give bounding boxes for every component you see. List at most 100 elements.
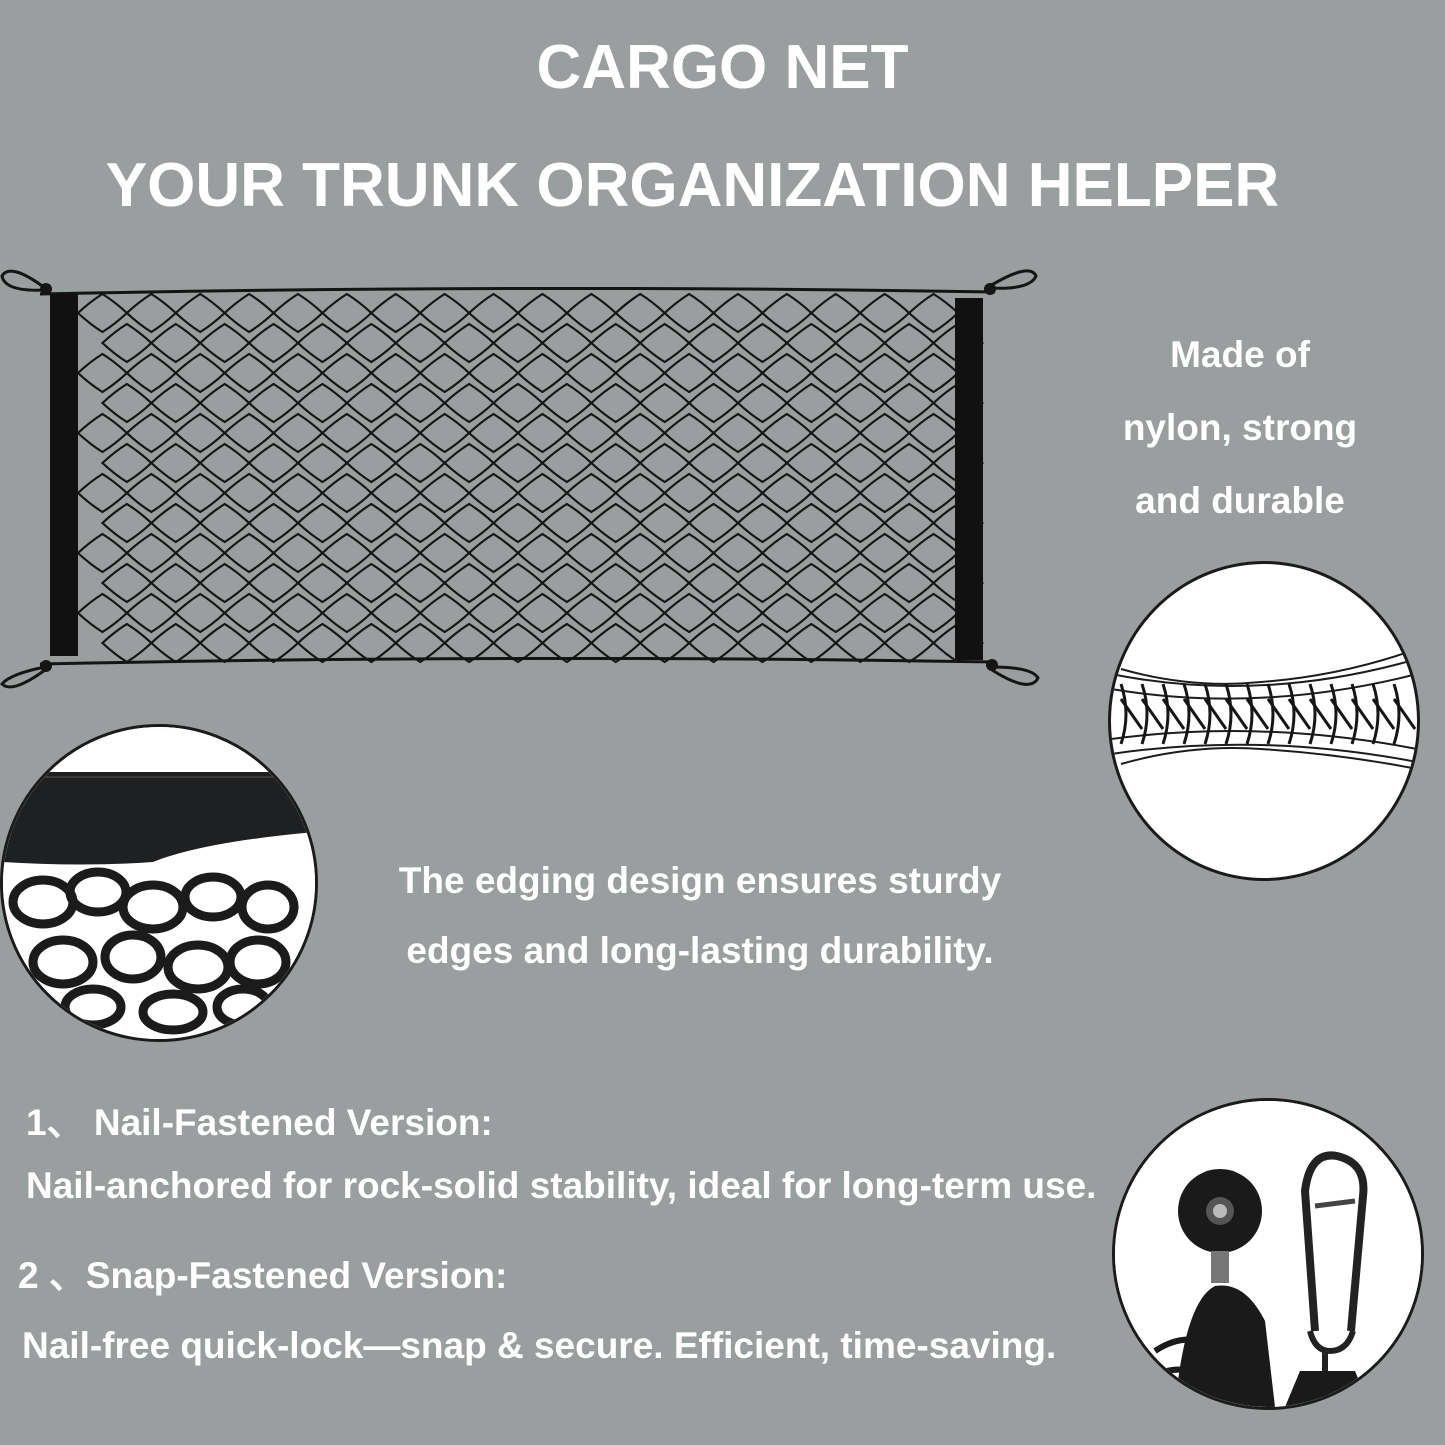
net-mesh-cell: [345, 562, 398, 604]
net-mesh-cell: [198, 382, 251, 424]
stretch-strand: [1371, 683, 1380, 745]
net-mesh-cell: [638, 622, 691, 664]
net-mesh-cell: [125, 292, 178, 334]
net-mesh-cell: [491, 622, 545, 664]
net-mesh-cell: [491, 562, 545, 604]
net-mesh-cell: [516, 472, 569, 514]
net-mesh-cell: [247, 382, 300, 424]
net-mesh-cell: [418, 472, 471, 514]
net-mesh-cell: [394, 382, 447, 424]
net-mesh-cell: [223, 412, 276, 454]
net-mesh-cell: [174, 532, 227, 574]
net-mesh-cell: [785, 322, 838, 364]
net-mesh-cell: [736, 322, 789, 364]
net-mesh-cell: [638, 442, 691, 484]
net-mesh-cell: [394, 322, 447, 364]
net-mesh-cell: [834, 622, 887, 664]
net-mesh-cell: [369, 292, 422, 334]
edging-drawing: [3, 727, 315, 1039]
net-mesh-cell: [589, 622, 642, 664]
net-mesh-cell: [883, 322, 936, 364]
net-mesh-cell: [418, 292, 471, 334]
net-mesh-cell: [443, 562, 496, 604]
net-mesh-cell: [100, 562, 153, 604]
net-mesh-cell: [589, 442, 642, 484]
net-mesh-cell: [198, 562, 251, 604]
net-mesh-cell: [467, 472, 520, 514]
net-mesh-cell: [320, 292, 373, 334]
net-mesh-cell: [614, 352, 667, 394]
net-mesh-cell: [467, 292, 520, 334]
net-mesh-cell: [76, 472, 129, 514]
net-mesh-cell: [540, 562, 593, 604]
net-mesh-cell: [271, 532, 325, 574]
net-mesh-cell: [76, 532, 129, 574]
net-mesh-cell: [76, 412, 129, 454]
net-mesh-cell: [320, 412, 373, 454]
net-mesh-cell: [418, 532, 471, 574]
net-mesh-cell: [809, 472, 862, 514]
net-mesh-cell: [663, 292, 716, 334]
edge-loop: [28, 935, 98, 989]
net-mesh-cell: [760, 292, 813, 334]
net-mesh-cell: [125, 472, 178, 514]
net-mesh-cell: [467, 532, 520, 574]
net-mesh-cell: [663, 592, 716, 634]
net-mesh-cell: [711, 472, 765, 514]
net-mesh-cell: [443, 622, 496, 664]
hook-drawing: [1115, 1101, 1421, 1407]
net-mesh-cell: [516, 532, 569, 574]
net-mesh-cell: [491, 442, 545, 484]
stretch-strand: [1329, 683, 1338, 745]
material-line-1: Made of: [1170, 334, 1310, 375]
net-mesh-cell: [296, 322, 349, 364]
net-mesh-cell: [320, 592, 373, 634]
net-mesh-cell: [394, 622, 447, 664]
net-mesh-cell: [540, 322, 593, 364]
net-mesh-cell: [369, 532, 422, 574]
net-mesh-cell: [369, 592, 422, 634]
net-mesh-cell: [345, 442, 398, 484]
edge-loop: [100, 930, 166, 984]
net-mesh-cell: [785, 442, 838, 484]
net-mesh-cell: [491, 322, 545, 364]
net-mesh-cell: [125, 532, 178, 574]
net-mesh-cell: [223, 592, 276, 634]
net-mesh-cell: [614, 472, 667, 514]
net-mesh-cell: [638, 502, 691, 544]
net-mesh-cell: [345, 322, 398, 364]
net-mesh-cell: [394, 502, 447, 544]
net-mesh-cell: [100, 322, 153, 364]
net-mesh-cell: [198, 502, 251, 544]
stretch-strand: [1119, 683, 1128, 745]
net-mesh-cell: [687, 382, 740, 424]
net-mesh-cell: [711, 592, 765, 634]
net-mesh-cell: [565, 532, 618, 574]
net-mesh-cell: [223, 352, 276, 394]
net-mesh-cell: [516, 292, 569, 334]
net-mesh-cell: [687, 322, 740, 364]
edge-loop: [237, 880, 299, 934]
net-mesh-cell: [663, 412, 716, 454]
net-mesh-cell: [516, 352, 569, 394]
net-mesh-cell: [638, 382, 691, 424]
net-mesh-cell: [418, 412, 471, 454]
net-mesh-cell: [100, 622, 153, 664]
net-mesh-cell: [614, 412, 667, 454]
net-mesh-cell: [907, 292, 960, 334]
net-mesh-cell: [247, 442, 300, 484]
net-mesh-cell: [834, 442, 887, 484]
stretch-strand: [1371, 698, 1396, 730]
net-mesh-cell: [760, 352, 813, 394]
net-mesh-cell: [785, 382, 838, 424]
net-mesh-cell: [443, 322, 496, 364]
net-mesh-cell: [907, 352, 960, 394]
net-mesh-cell: [296, 442, 349, 484]
net-mesh-cell: [760, 412, 813, 454]
net-mesh-cell: [125, 352, 178, 394]
net-mesh-cell: [858, 292, 911, 334]
net-mesh-cell: [858, 352, 911, 394]
net-mesh-cell: [198, 322, 251, 364]
net-mesh-cell: [883, 562, 936, 604]
stretch-strand: [1182, 698, 1207, 730]
